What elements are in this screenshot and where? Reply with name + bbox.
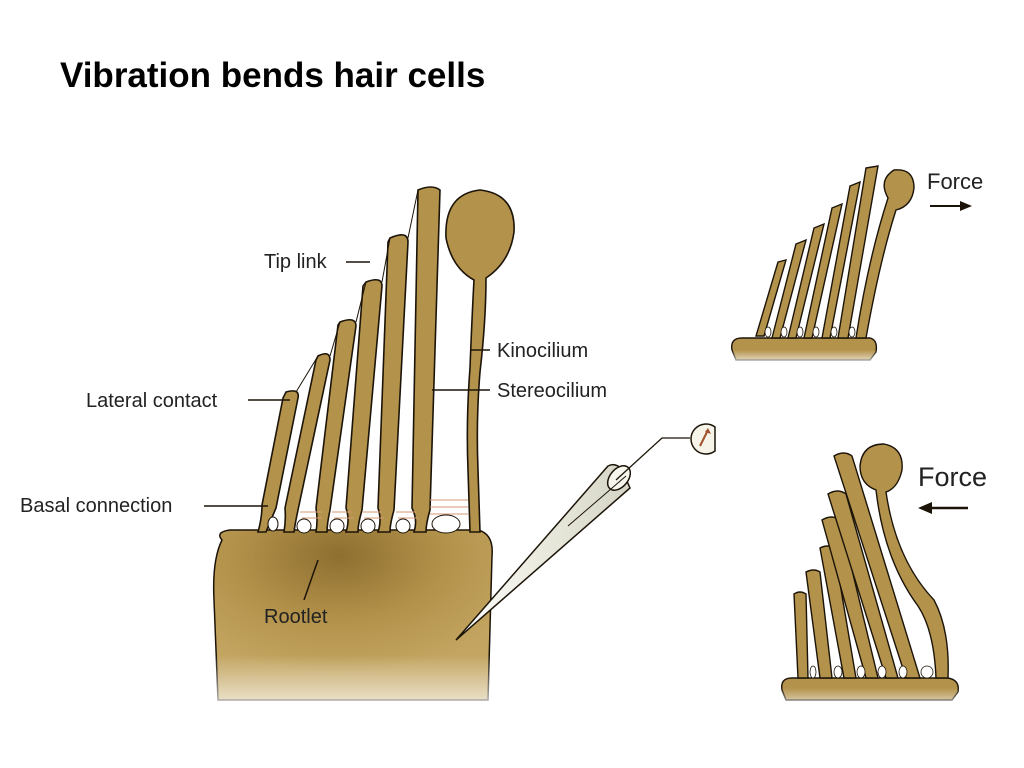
rootlet-fibers <box>300 499 468 519</box>
stereocilium-4 <box>344 278 383 533</box>
stereocilium-5 <box>376 234 409 533</box>
label-force-right: Force <box>927 169 984 194</box>
arrow-left-icon <box>918 502 968 514</box>
stereocilium-6 <box>411 186 441 533</box>
label-rootlet: Rootlet <box>264 606 328 628</box>
inset-force-left <box>776 443 968 710</box>
main-hair-cell <box>204 186 515 715</box>
label-stereocilium: Stereocilium <box>497 380 608 402</box>
basal-gaps <box>267 514 461 534</box>
microelectrode-icon <box>455 437 690 641</box>
label-tip-link: Tip link <box>264 251 327 273</box>
recording-meter-icon <box>690 423 716 455</box>
label-force-left: Force <box>918 462 988 492</box>
slide-title: Vibration bends hair cells <box>60 56 486 95</box>
stereocilium-3 <box>315 318 357 533</box>
stereocilia-bundle <box>256 186 441 533</box>
stereocilium-2 <box>283 352 331 533</box>
arrow-right-icon <box>930 201 972 211</box>
label-kinocilium: Kinocilium <box>497 340 589 362</box>
tip-links <box>295 189 419 393</box>
leader-lines <box>204 261 490 601</box>
kinocilium <box>445 189 515 533</box>
label-lateral-contact: Lateral contact <box>86 390 218 412</box>
label-basal-connection: Basal connection <box>20 495 173 517</box>
inset-force-right <box>728 165 972 364</box>
